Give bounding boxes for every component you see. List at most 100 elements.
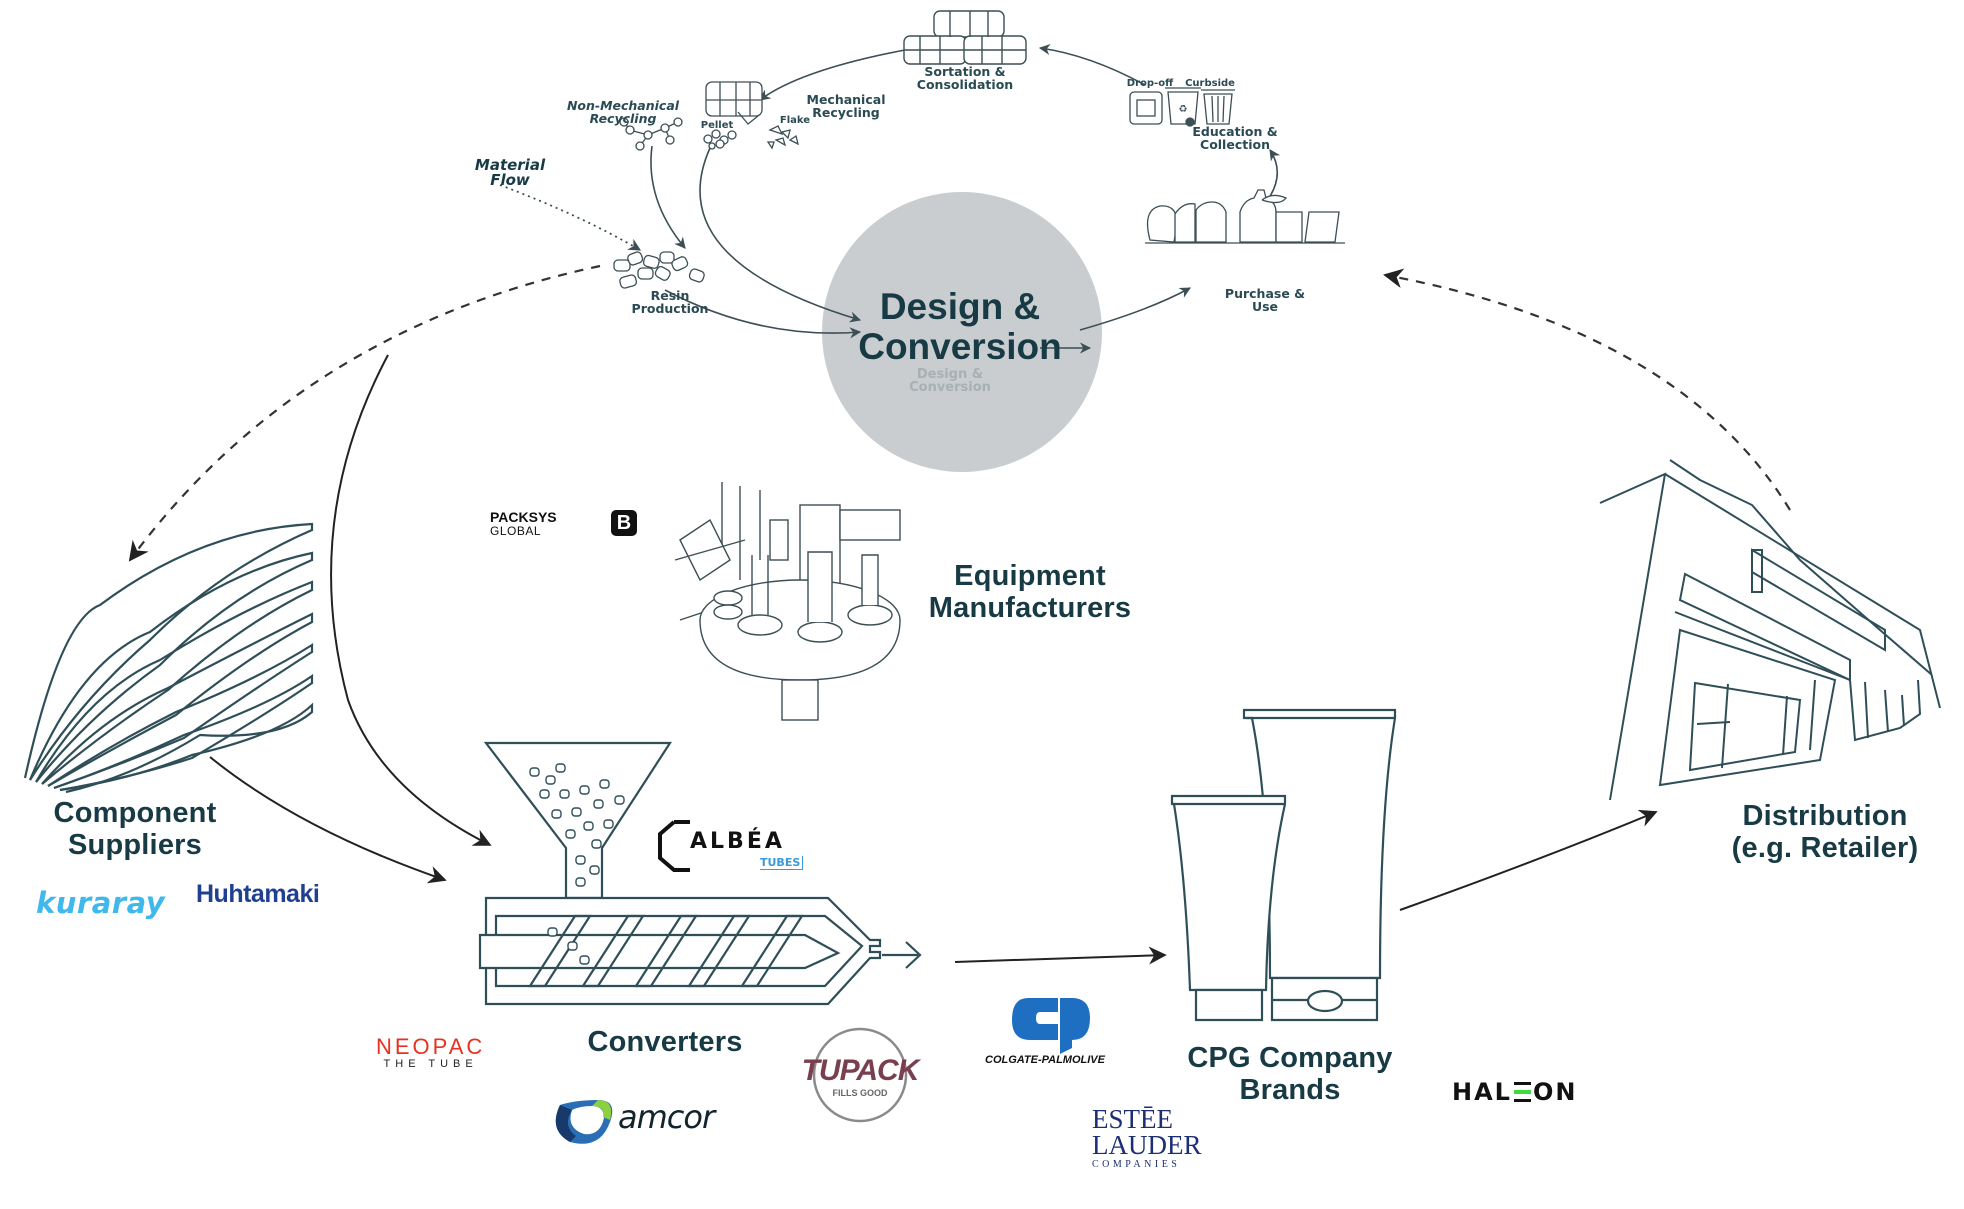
amcor-logo: amcor [618,1098,715,1136]
label-non-mechanical: Non-Mechanical Recycling [548,98,698,126]
label-education-line2: Collection [1200,136,1270,152]
label-non-mechanical-line1: Non-Mechanical [566,98,680,113]
dashed-arrow-distribution-to-purchase [1383,268,1791,511]
label-equipment-line1: Equipment [954,560,1106,592]
colgate-cp-icon [1012,998,1090,1054]
arrow-education-to-sortation [1038,43,1146,86]
amcor-swirl-icon [555,1100,613,1144]
pellet-icon [703,129,737,150]
haleon-e-icon [1513,1082,1531,1102]
label-cpg-line1: CPG Company [1187,1042,1393,1074]
center-circle [822,192,1102,472]
label-equipment-manufacturers: Equipment Manufacturers [910,560,1150,625]
arrow-mech-to-design [699,147,862,323]
estee-line2: LAUDER [1092,1129,1202,1160]
label-resin-line1: Resin [650,288,690,303]
label-component-suppliers: Component Suppliers [30,797,240,862]
center-title-line1: Design & [879,286,1041,327]
neopac-logo: NEOPAC THE TUBE [376,1034,485,1070]
tupack-logo: TUPACK FILLS GOOD [794,1054,926,1099]
arrow-converters-to-cpg [954,946,1167,965]
albea-tubes-label: TUBES [760,856,804,870]
tupack-ring-icon [812,1027,908,1123]
cycle-arrows [650,43,1281,354]
packsys-mark-icon: B [611,510,637,536]
label-dropoff: Drop-off [1126,78,1174,89]
label-material-flow-line2: Flow [490,171,530,189]
label-equipment-line2: Manufacturers [928,592,1132,625]
kuraray-logo: kuraray [36,886,166,920]
label-resin-line2: Production [631,300,709,316]
film-stack-icon [23,522,314,794]
label-sortation: Sortation & Consolidation [895,64,1035,92]
center-ghost-title: Design & Conversion [870,368,1030,394]
arrow-nonmech-to-resin [650,145,686,249]
haleon-part2: ON [1532,1078,1578,1106]
huhtamaki-logo: Huhtamaki [196,880,320,908]
label-distribution-line1: Distribution [1742,800,1908,832]
estee-line1: ESTĒE [1092,1104,1173,1134]
molecule-icon [619,117,683,151]
mechanical-recycling-icon [703,81,799,150]
tupack-sub: FILLS GOOD [832,1088,888,1098]
material-flow-dotted-arrow [499,184,642,251]
haleon-part1: HAL [1452,1078,1512,1106]
packsys-name: PACKSYS [490,509,557,525]
haleon-logo: HAL ON [1452,1078,1577,1106]
estee-lauder-logo: ESTĒE LAUDER COMPANIES [1092,1104,1202,1171]
arrow-sortation-to-recycling [759,49,906,101]
flake-icon [766,125,799,150]
tubes-icon [1170,708,1397,1022]
tupack-name: TUPACK [801,1054,920,1087]
label-education-line1: Education & [1192,124,1278,139]
label-curbside: Curbside [1185,78,1235,89]
label-material-flow: Material Flow [450,158,570,188]
arrow-component-to-converters [209,756,447,884]
label-component-line1: Component [53,797,217,829]
label-purchase-line2: Use [1251,298,1279,314]
label-material-flow-line1: Material [474,156,546,174]
label-education: Education & Collection [1165,124,1305,152]
label-sortation-line1: Sortation & [924,64,1006,79]
label-mechanical: Mechanical Recycling [786,92,906,120]
center-ghost-line1: Design & [916,367,984,382]
svg-text:♻: ♻ [1179,104,1188,115]
estee-line3: COMPANIES [1092,1159,1181,1171]
packsys-sub: GLOBAL [490,523,542,538]
albea-hexagon-icon [658,820,690,872]
label-cpg-brands: CPG Company Brands [1160,1042,1420,1107]
arrow-design-to-purchase [1079,287,1191,331]
bales-icon [903,10,1027,65]
arrow-resin-to-design [664,289,862,339]
arrow-cpg-to-distribution [1399,809,1658,911]
label-purchase: Purchase & Use [1195,286,1335,314]
label-component-line2: Suppliers [68,829,202,862]
label-purchase-line1: Purchase & [1224,286,1306,301]
label-flake: Flake [779,115,811,126]
center-title: Design & Conversion [845,287,1075,366]
label-distribution-line2: (e.g. Retailer) [1731,832,1919,865]
label-distribution: Distribution (e.g. Retailer) [1700,800,1950,865]
storefront-icon [1599,459,1941,801]
recycling-bins-icon: ♻ [1129,87,1235,127]
label-non-mechanical-line2: Recycling [589,110,657,126]
bottles-icon [1145,189,1345,244]
label-sortation-line2: Consolidation [916,76,1014,92]
label-mechanical-line2: Recycling [812,104,880,120]
colgate-palmolive-logo: COLGATE-PALMOLIVE [985,1054,1105,1066]
hopper-pellets [529,763,625,965]
neopac-name: NEOPAC [376,1034,486,1059]
packsys-logo: PACKSYS GLOBAL [490,510,557,537]
center-title-line2: Conversion [858,325,1062,367]
label-mechanical-line1: Mechanical [806,92,886,107]
main-flow-arrows [209,354,1658,965]
label-converters: Converters [587,1026,743,1058]
label-pellet: Pellet [700,120,734,131]
filling-machine-icon [674,482,901,721]
resin-pellets-icon [613,251,705,289]
neopac-sub: THE TUBE [383,1058,478,1070]
label-resin: Resin Production [600,288,740,316]
arrow-resin-to-converters [330,354,492,846]
extruder-icon [478,741,922,1006]
